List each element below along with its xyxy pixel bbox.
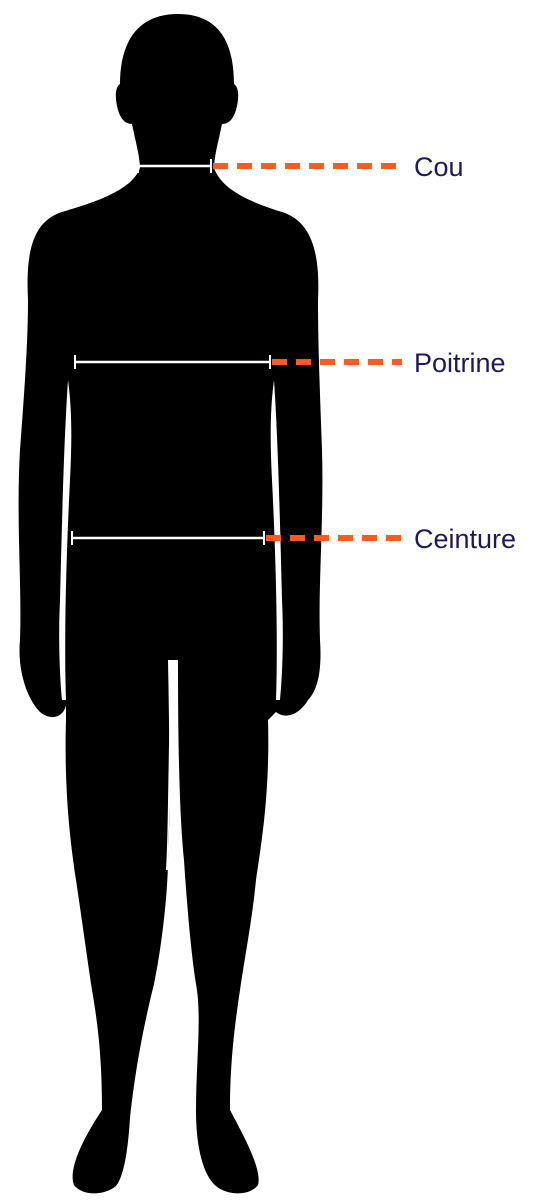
waist-label: Ceinture — [414, 524, 516, 554]
chest-label: Poitrine — [414, 348, 506, 378]
head-shape — [116, 14, 238, 170]
measurement-labels: Cou Poitrine Ceinture — [414, 152, 516, 554]
neck-label: Cou — [414, 152, 464, 182]
human-silhouette — [19, 14, 323, 1193]
